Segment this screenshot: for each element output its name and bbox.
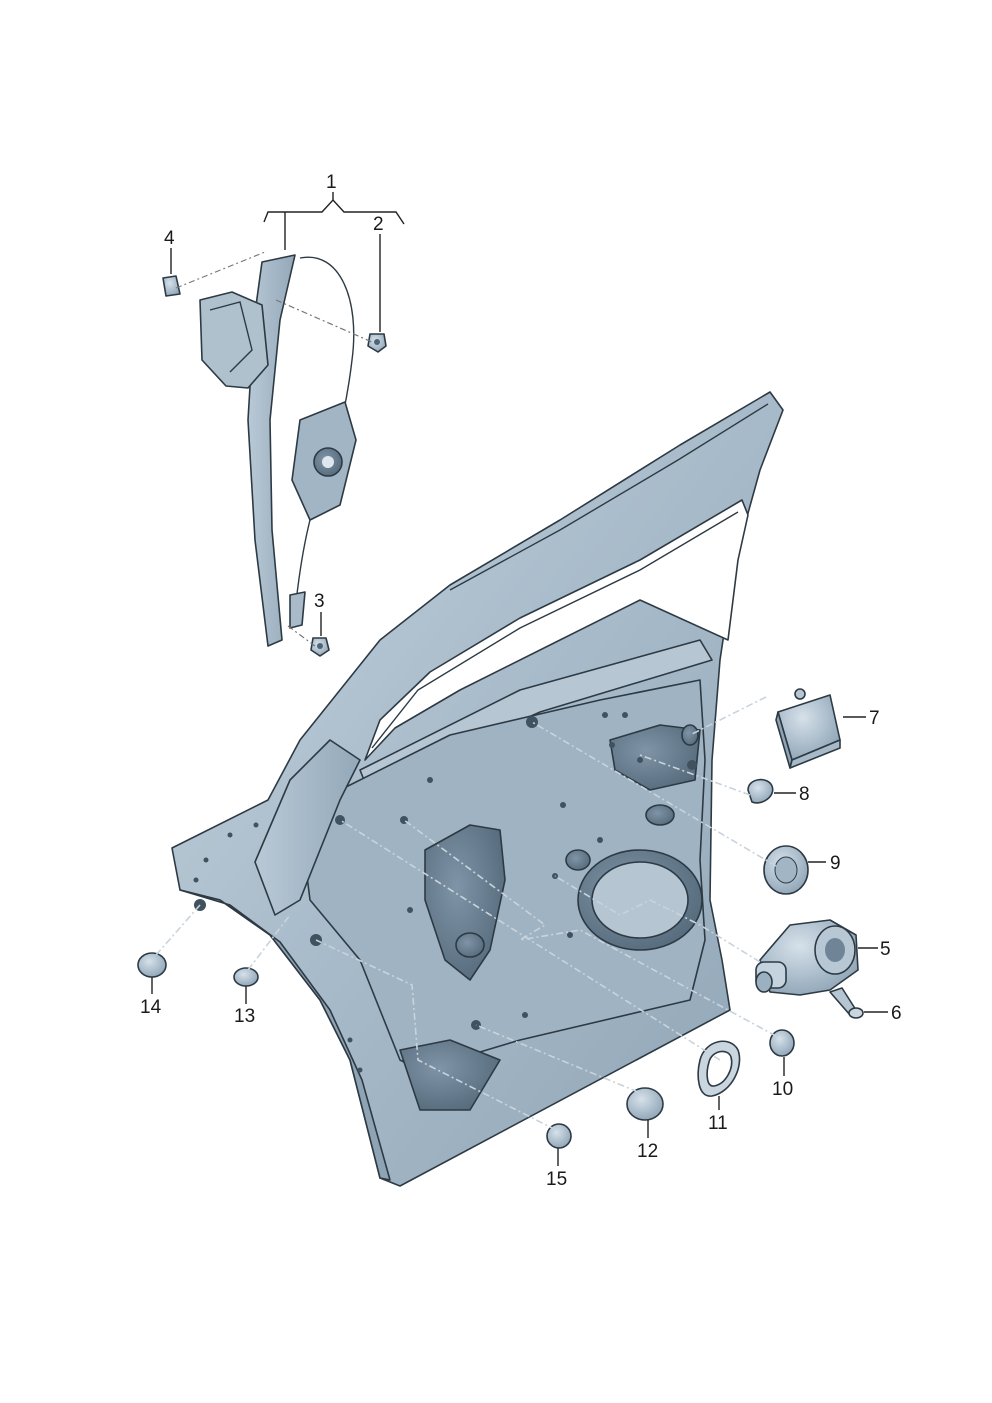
callout-6: 6	[891, 1003, 902, 1024]
part-2-nut	[367, 333, 387, 353]
part-13-cap	[233, 967, 259, 987]
callout-14: 14	[140, 997, 162, 1018]
part-15-cap	[546, 1123, 572, 1149]
window-regulator	[199, 254, 357, 647]
callout-4: 4	[164, 228, 175, 249]
part-3-nut	[310, 637, 330, 657]
part-9-grommet	[763, 845, 809, 895]
callout-8: 8	[799, 784, 810, 805]
part-5-window-motor	[755, 919, 859, 996]
callout-12: 12	[637, 1141, 658, 1162]
callout-13: 13	[234, 1006, 255, 1027]
callout-3: 3	[314, 591, 325, 612]
callout-10: 10	[772, 1079, 793, 1100]
callout-2: 2	[373, 214, 384, 235]
assembly-lines	[155, 251, 777, 1131]
part-10-plug	[769, 1029, 795, 1057]
callout-labels: 1 2 3 4 5 6 7 8 9 10 11 12 13 14 15	[140, 172, 902, 1190]
leader-lines	[151, 192, 888, 1166]
part-8-plug	[747, 778, 774, 804]
callout-5: 5	[880, 939, 891, 960]
part-6-screw	[829, 987, 864, 1019]
part-11-seal	[697, 1040, 741, 1097]
callout-7: 7	[869, 708, 880, 729]
part-14-cap	[137, 952, 167, 978]
callout-15: 15	[546, 1169, 567, 1190]
part-7-control-unit	[775, 688, 841, 769]
callout-11: 11	[708, 1113, 728, 1134]
door-shell	[171, 391, 784, 1187]
part-4-stud	[162, 275, 181, 297]
callout-9: 9	[830, 853, 841, 874]
part-12-cap	[626, 1087, 664, 1121]
callout-1: 1	[326, 172, 337, 193]
